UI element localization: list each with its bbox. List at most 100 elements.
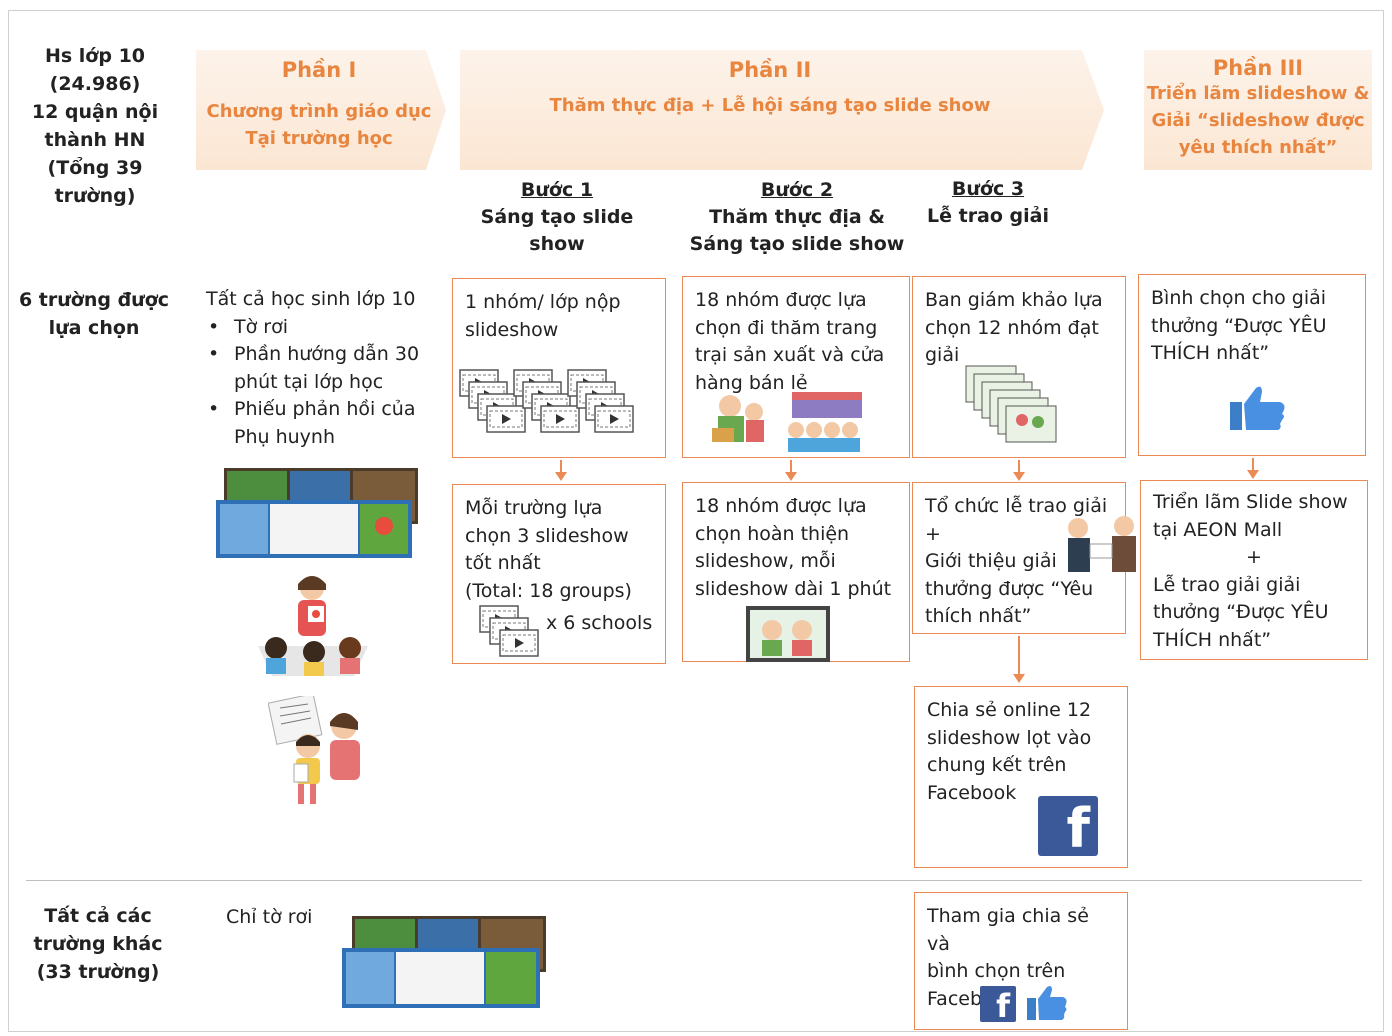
box-text-line: Tổ chức lễ trao giải (925, 495, 1108, 517)
phase-1-subtitle: Tại trường học (245, 128, 393, 149)
facebook-icon: f (1038, 796, 1098, 860)
box-text-line: slideshow, mỗi (695, 550, 836, 572)
box-text-line: slideshow dài 1 phút (695, 577, 892, 600)
box-text-line: tốt nhất (465, 552, 541, 574)
row-label-line: (33 trường) (36, 961, 160, 983)
box-text-line: trại sản xuất và cửa (695, 344, 885, 366)
step-1-desc: Sáng tạo slide show (480, 206, 634, 255)
school-program-item: Phần hướng dẫn 30 phút tại lớp học (208, 341, 442, 396)
box-text-line: Facebook (927, 987, 1017, 1010)
box-text-line: + (1246, 546, 1262, 568)
row-label-other-schools: Tất cả các trường khác (33 trường) (14, 902, 182, 986)
arrowhead (555, 472, 567, 481)
arrow-phase3 (1252, 458, 1254, 472)
row-label-line: Hs lớp 10 (44, 45, 146, 67)
box-text-line: + (925, 522, 941, 545)
phase-1: Phần I Chương trình giáo dục Tại trường … (196, 58, 442, 152)
box-text-line: chung kết trên (927, 754, 1067, 776)
phase-3: Phần III Triển lãm slideshow & Giải “sli… (1144, 56, 1372, 161)
video-slide-icon (540, 405, 580, 433)
arrowhead (1013, 674, 1025, 683)
box-text-line: 18 nhóm được lựa (695, 495, 867, 517)
arrow-step3 (1018, 460, 1020, 474)
box-text-line: Giới thiệu giải (925, 550, 1057, 572)
thumbs-up-icon (1027, 986, 1067, 1020)
box-text-line: (Total: 18 groups) (465, 579, 632, 602)
flyer-only-label: Chỉ tờ rơi (226, 906, 313, 928)
phase-3-banner (1144, 50, 1372, 170)
step-1-label: Bước 1 (520, 179, 594, 201)
box-text-line: 1 nhóm/ lớp nộp (465, 291, 621, 313)
box-text-line: Lễ trao giải giải (1153, 573, 1301, 596)
facebook-vote-box: Tham gia chia sẻ và bình chọn trên Faceb… (914, 892, 1128, 1030)
school-program-item: Phiếu phản hồi của Phụ huynh (208, 396, 442, 451)
step-3-heading: Bước 3 Lễ trao giải (910, 176, 1066, 230)
box-text-line: slideshow (465, 318, 559, 341)
box-text-line: Mỗi trường lựa (465, 497, 603, 519)
box-text-line: giải (925, 344, 960, 366)
phase-banners (196, 50, 1372, 170)
phase-2-title: Phần II (728, 58, 812, 82)
box-text-line: Chia sẻ online 12 (927, 699, 1092, 721)
school-program-item: Tờ rơi (208, 314, 442, 342)
arrow-step2 (790, 460, 792, 474)
arrowhead (785, 472, 797, 481)
arrowhead (1013, 472, 1025, 481)
row-label-line: thành HN (44, 129, 146, 151)
row-label-selected-schools: 6 trường được lựa chọn (14, 286, 174, 342)
thumbs-up-icon (1230, 386, 1285, 430)
box-text-line: chọn đi thăm trang (695, 316, 878, 339)
row-label-line: Tất cả các (44, 905, 152, 927)
row-divider (26, 880, 1362, 881)
box-text-line: hàng bán lẻ (695, 371, 808, 394)
row-label-line: 12 quận nội (31, 101, 159, 123)
box-text-line: bình chọn trên (927, 960, 1066, 982)
phase-1-title: Phần I (281, 58, 357, 82)
phase-1-banner (196, 50, 446, 170)
box-text-line: tại AEON Mall (1153, 518, 1283, 541)
step-3-label: Bước 3 (951, 178, 1025, 200)
flyer-thumbnail (216, 468, 418, 558)
video-slide-icon (486, 405, 526, 433)
box-text-line: slideshow lọt vào (927, 726, 1092, 749)
award-handshake-illustration (1068, 516, 1136, 572)
phase-2-banner (460, 50, 1104, 170)
row-label-line: trường khác (33, 933, 163, 955)
slideshow-frame (1005, 405, 1057, 443)
phase-3-title: Phần III (1212, 56, 1304, 80)
phase-3-subtitle: Triển lãm slideshow & (1146, 83, 1370, 104)
arrow-step1 (560, 460, 562, 474)
step-3-desc: Lễ trao giải (927, 205, 1049, 227)
diagram-frame (8, 10, 1384, 1032)
row-label-line: (Tổng 39 trường) (47, 157, 143, 207)
winning-slideshows-illustration (965, 365, 1057, 443)
phase-3-subtitle: Giải “slideshow được (1151, 110, 1365, 131)
phase-2: Phần II Thăm thực địa + Lễ hội sáng tạo … (460, 58, 1080, 119)
facebook-icon: f (980, 986, 1016, 1025)
phase-3-subtitle: yêu thích nhất” (1178, 137, 1338, 158)
row-label-line: lựa chọn (48, 317, 140, 339)
box-text-line: 18 nhóm được lựa (695, 289, 867, 311)
video-slide-icon (499, 629, 539, 657)
step-2-desc: Thăm thực địa & (709, 206, 885, 228)
row-label-all-grade10: Hs lớp 10 (24.986) 12 quận nội thành HN … (10, 42, 180, 210)
row-label-line: (24.986) (49, 73, 141, 95)
step-2-label: Bước 2 (760, 179, 834, 201)
step-1-heading: Bước 1 Sáng tạo slide show (450, 177, 664, 258)
video-slide-icon-small (479, 605, 539, 657)
arrowhead (1247, 470, 1259, 479)
schools-multiplier: x 6 schools (546, 612, 653, 634)
box-text-line: THÍCH nhất” (1153, 628, 1272, 651)
box-text-line: thích nhất” (925, 605, 1032, 627)
phase-1-subtitle: Chương trình giáo dục (206, 101, 432, 122)
parent-feedback-illustration (268, 696, 360, 804)
box-text-line: thưởng được “Yêu (925, 577, 1094, 600)
farm-shop-visit-illustration (712, 392, 862, 452)
box-text-line: Bình chọn cho giải (1151, 287, 1327, 309)
box-text-line: Tham gia chia sẻ và (927, 905, 1089, 955)
phase-2-subtitle: Thăm thực địa + Lễ hội sáng tạo slide sh… (549, 95, 991, 116)
slideshow-screen-illustration (746, 606, 830, 662)
video-slide-icon (594, 405, 634, 433)
step-2-heading: Bước 2 Thăm thực địa & Sáng tạo slide sh… (686, 177, 908, 258)
teacher-classroom-illustration (258, 576, 368, 676)
